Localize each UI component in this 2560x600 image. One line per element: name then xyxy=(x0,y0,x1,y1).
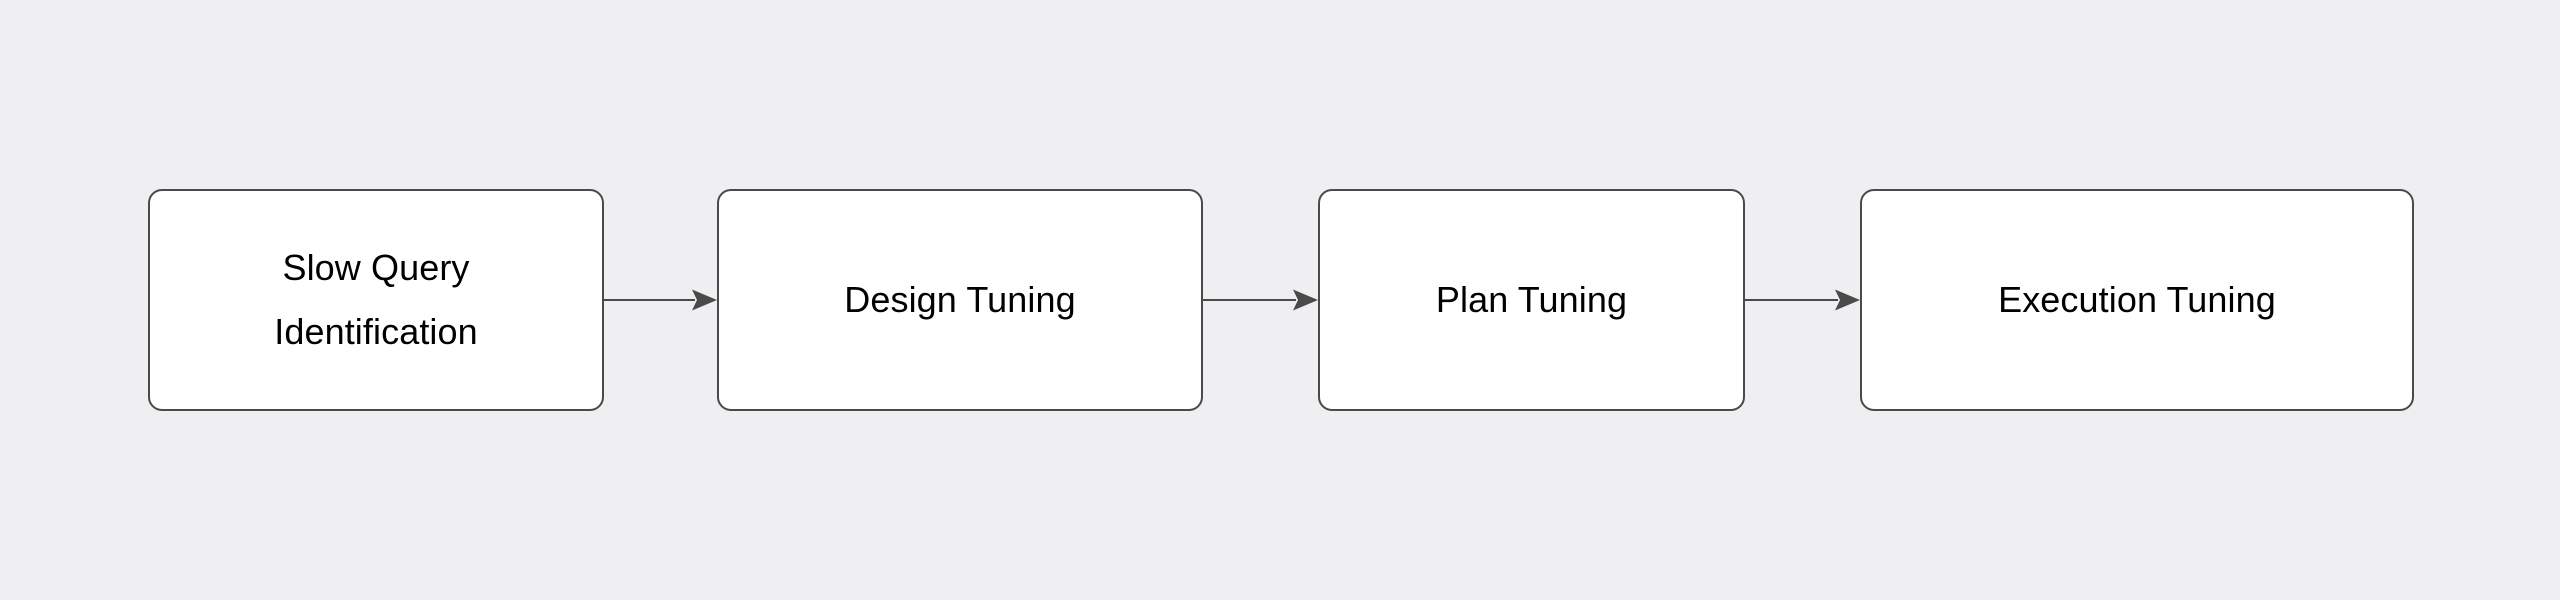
flow-node-plan-tuning[interactable]: Plan Tuning xyxy=(1318,189,1745,411)
flow-node-execution-tuning[interactable]: Execution Tuning xyxy=(1860,189,2414,411)
arrow-connector-icon xyxy=(1745,289,1860,311)
flow-edge-design-tuning-to-plan-tuning xyxy=(1203,276,1318,324)
flow-edge-slow-query-identification-to-design-tuning xyxy=(604,276,717,324)
flow-node-design-tuning[interactable]: Design Tuning xyxy=(717,189,1203,411)
flow-node-label: Slow Query Identification xyxy=(274,247,478,352)
flow-edge-plan-tuning-to-execution-tuning xyxy=(1745,276,1860,324)
flow-node-label: Design Tuning xyxy=(844,279,1076,320)
flow-node-slow-query-identification[interactable]: Slow Query Identification xyxy=(148,189,604,411)
arrow-connector-icon xyxy=(604,289,717,311)
flow-node-label: Plan Tuning xyxy=(1435,279,1628,320)
flow-node-label: Execution Tuning xyxy=(1998,279,2276,320)
arrow-connector-icon xyxy=(1203,289,1318,311)
